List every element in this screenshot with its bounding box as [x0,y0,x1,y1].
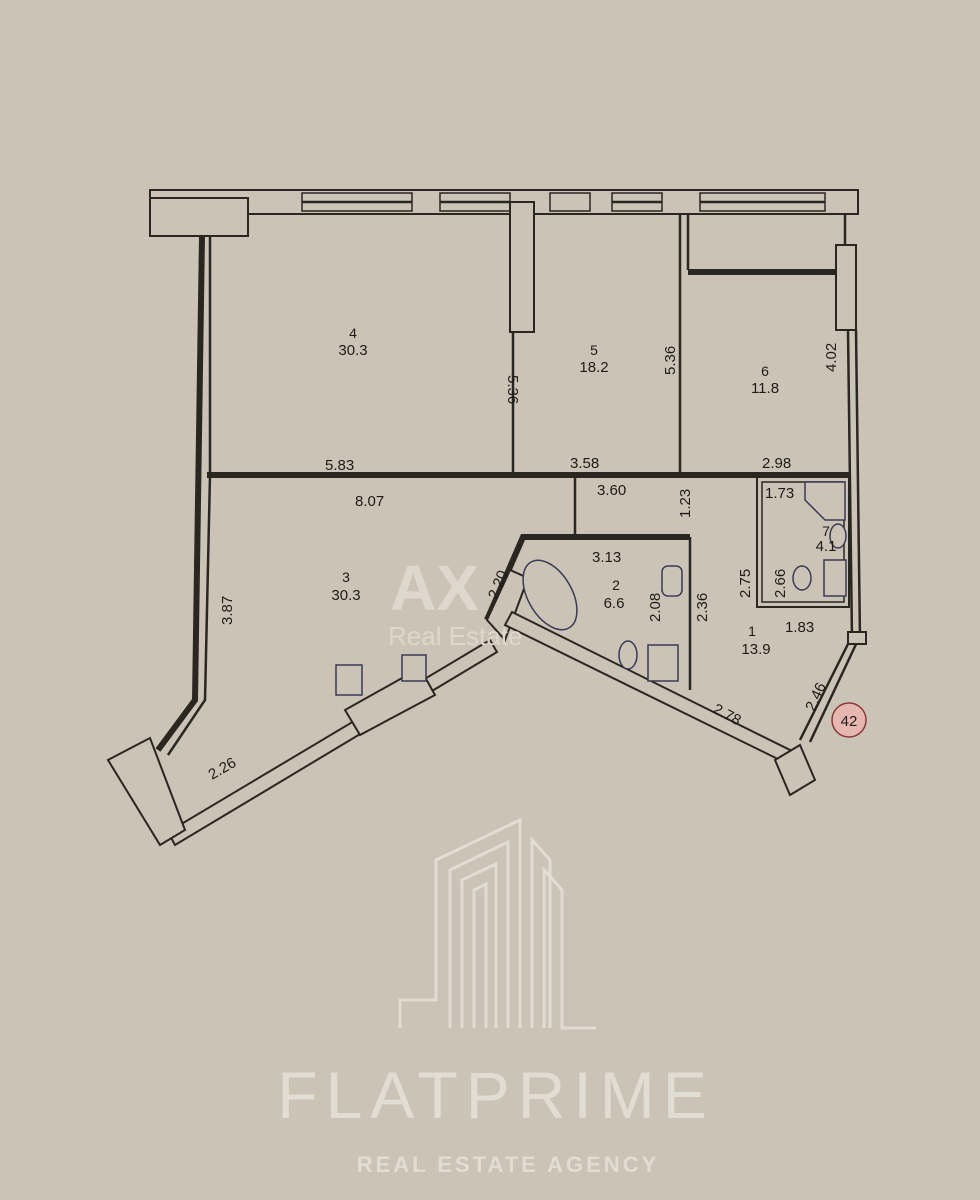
svg-text:30.3: 30.3 [331,587,360,604]
room-7: 74.1 [816,523,837,555]
svg-text:7: 7 [822,523,830,539]
logo-tagline: REAL ESTATE AGENCY [357,1152,660,1177]
sink-icon [661,565,683,597]
dimension-label: 8.07 [355,493,384,510]
room-5: 518.2 [579,342,608,376]
dimension-label: 1.23 [677,489,694,518]
dimension-label: 5.36 [504,375,521,404]
dimension-label: 5.36 [662,346,679,375]
room-2: 26.6 [604,577,625,612]
dimension-label: 4.02 [823,343,840,372]
sink-icon [829,523,847,549]
svg-text:2: 2 [612,577,620,593]
dimension-label: 2.08 [647,593,664,622]
dimension-label: 1.73 [765,485,794,502]
dimension-label: 1.83 [785,619,814,636]
svg-text:4: 4 [349,325,357,341]
svg-text:4.1: 4.1 [816,538,837,555]
svg-text:5: 5 [590,342,598,358]
toilet-icon [792,565,812,591]
svg-text:42: 42 [841,713,858,730]
watermark-sub: Real Estate [388,621,522,651]
dimension-label: 3.60 [597,482,626,499]
flatprime-logo: FLATPRIME REAL ESTATE AGENCY [277,817,714,1177]
dimension-label: 5.83 [325,457,354,474]
svg-text:6.6: 6.6 [604,595,625,612]
dimension-label: 2.66 [772,569,789,598]
room-3: 330.3 [331,569,360,604]
room-4: 430.3 [338,325,367,359]
exterior-left-wall [155,235,212,756]
watermark-brand: AX [390,552,479,624]
bathroom-fixtures [335,481,847,696]
exterior-top-wall [149,189,859,237]
room-6: 611.8 [751,363,779,397]
cabinet-icon [823,559,847,597]
logo-name: FLATPRIME [277,1058,714,1132]
toilet-icon [618,640,638,670]
stove-icon [335,664,363,696]
dimension-label: 2.98 [762,455,791,472]
dimension-label: 2.36 [694,593,711,622]
svg-text:11.8: 11.8 [751,380,779,397]
dimension-label: 2.75 [737,569,754,598]
bathtub-icon [522,559,578,631]
room-1: 113.9 [741,623,770,658]
svg-text:13.9: 13.9 [741,641,770,658]
svg-text:30.3: 30.3 [338,342,367,359]
interior-walls [106,201,867,847]
svg-text:18.2: 18.2 [579,359,608,376]
svg-text:6: 6 [761,363,769,379]
washer-icon [647,644,679,682]
svg-text:3: 3 [342,569,350,585]
dimension-label: 2.26 [206,754,240,783]
dimension-label: 3.13 [592,549,621,566]
kitchen-sink-icon [401,654,427,682]
svg-text:1: 1 [748,623,756,639]
watermark: AX Real Estate [388,552,522,651]
shower-icon [804,481,846,521]
dimension-label: 3.58 [570,455,599,472]
dimension-label: 3.87 [219,596,236,625]
floor-marker: 42 [831,702,867,738]
